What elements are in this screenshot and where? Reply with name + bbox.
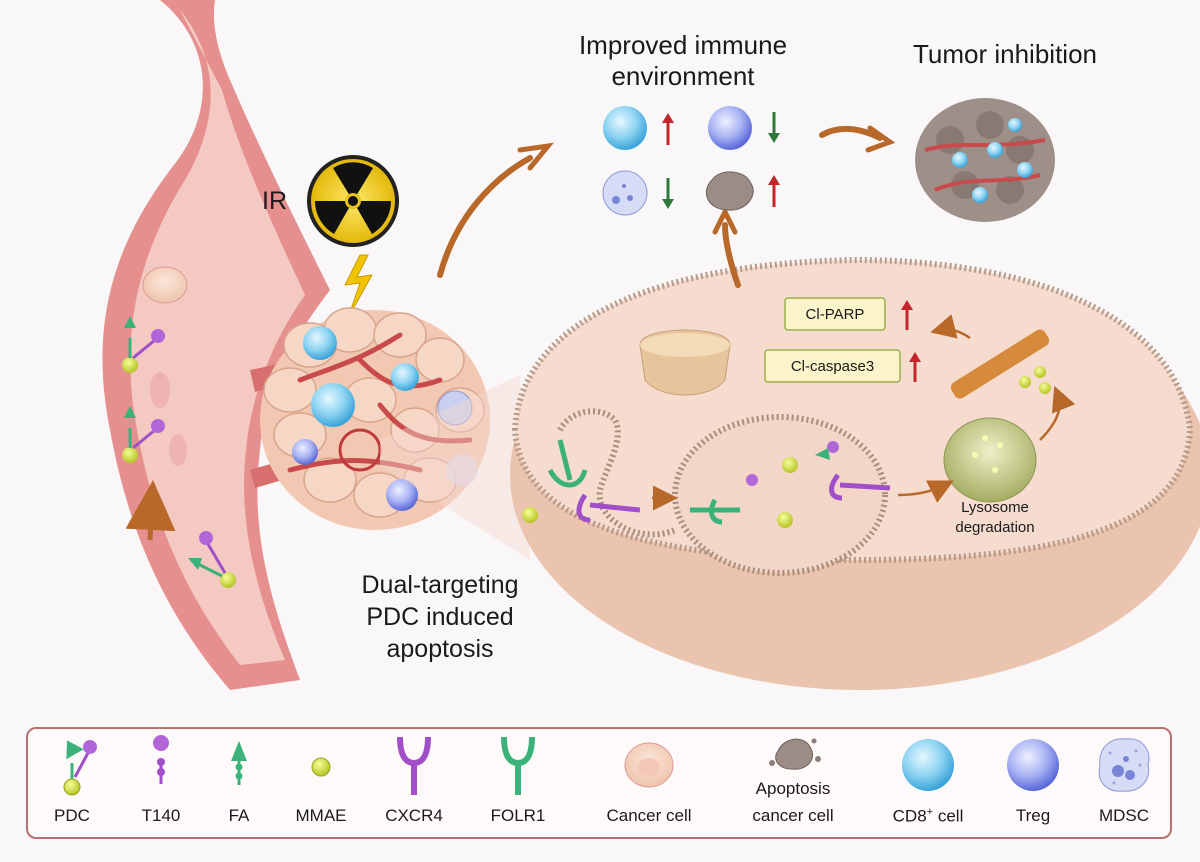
- legend-item-cxcr4: CXCR4: [374, 729, 454, 837]
- ir-label: IR: [262, 187, 287, 215]
- fa-icon: [231, 741, 247, 785]
- pdc-label-line2: PDC induced: [366, 603, 514, 631]
- tumor-mass: [260, 307, 490, 530]
- cxcr4-icon: [397, 736, 431, 795]
- legend-item-fa: FA: [214, 729, 264, 837]
- legend-item-treg: Treg: [998, 729, 1068, 837]
- legend-label-cxcr4: CXCR4: [385, 806, 443, 825]
- legend-label-fa: FA: [228, 806, 250, 825]
- pdc-label-line3: apoptosis: [386, 635, 494, 663]
- legend-item-pdc: PDC: [42, 729, 102, 837]
- t140-icon: [153, 735, 169, 784]
- pdc-icon: [63, 740, 97, 796]
- inhibited-tumor: [915, 98, 1055, 222]
- legend-item-mdsc: MDSC: [1086, 729, 1162, 837]
- legend-label-apoptosis-line2: cancer cell: [752, 806, 834, 825]
- up-arrow-icons: [901, 300, 921, 382]
- cd8-label-rest: cell: [933, 806, 964, 826]
- mmae-icon: [311, 757, 331, 777]
- flow-arrows: [437, 125, 896, 288]
- legend-item-cancer-cell: Cancer cell: [594, 729, 704, 837]
- mdsc-icon: [1098, 738, 1150, 792]
- legend-label-mmae: MMAE: [295, 806, 347, 825]
- legend: PDC T140 FA MMAE CXCR4: [26, 727, 1172, 839]
- legend-label-pdc: PDC: [54, 806, 90, 825]
- tumor-inhibition-label: Tumor inhibition: [912, 39, 1097, 69]
- legend-label-folr1: FOLR1: [490, 806, 546, 825]
- legend-item-apoptosis-cancer-cell: Apoptosis cancer cell: [738, 729, 848, 837]
- apoptosis-cancer-cell-icon: [769, 738, 821, 770]
- legend-item-mmae: MMAE: [286, 729, 356, 837]
- immune-title-line2: environment: [611, 61, 755, 91]
- treg-icon: [1007, 739, 1059, 791]
- legend-label-treg: Treg: [1015, 806, 1051, 825]
- legend-label-cd8: CD8+ cell: [878, 806, 978, 827]
- folr1-icon: [501, 736, 535, 795]
- radiation-icon: [307, 155, 399, 319]
- cd8-label-main: CD8: [892, 806, 927, 826]
- cl-caspase3-label: Cl-caspase3: [790, 358, 875, 375]
- pdc-label-line1: Dual-targeting: [361, 571, 519, 599]
- legend-item-folr1: FOLR1: [478, 729, 558, 837]
- cl-parp-label: Cl-PARP: [805, 306, 865, 323]
- cd8-cell-icon: [902, 739, 954, 791]
- legend-item-t140: T140: [126, 729, 196, 837]
- lysosome-label-line2: degradation: [955, 519, 1035, 536]
- immune-cells: [602, 106, 780, 216]
- cl-caspase3-box: [764, 349, 901, 383]
- cancer-cell-zoomed: [510, 256, 1200, 690]
- legend-label-t140: T140: [141, 806, 181, 825]
- cd8-label-sup: +: [926, 806, 934, 818]
- immune-title-line1: Improved immune: [578, 30, 788, 60]
- legend-label-apoptosis-line1: Apoptosis: [755, 779, 831, 798]
- cancer-cell-icon: [624, 742, 674, 788]
- zoom-cone: [380, 375, 530, 560]
- pdc-molecules: [122, 316, 236, 588]
- legend-label-cancer-cell: Cancer cell: [606, 806, 692, 825]
- cl-parp-box: [784, 297, 886, 331]
- legend-item-cd8-cell: CD8+ cell: [878, 729, 978, 837]
- legend-label-mdsc: MDSC: [1098, 806, 1150, 825]
- lysosome-label-line1: Lysosome: [961, 499, 1029, 516]
